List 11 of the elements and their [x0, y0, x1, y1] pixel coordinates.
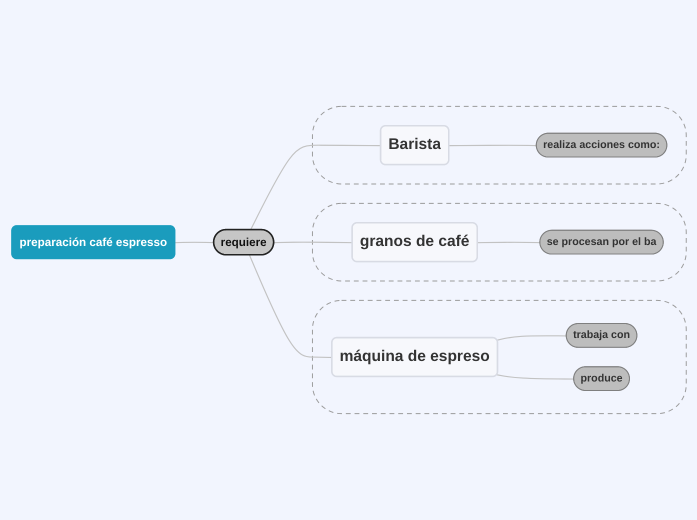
connector [248, 255, 332, 358]
cluster [311, 300, 686, 414]
cluster [311, 106, 686, 184]
connector [477, 242, 540, 244]
cluster [311, 202, 686, 282]
connector [174, 242, 214, 244]
connector [250, 144, 381, 230]
connector [448, 144, 536, 146]
connector [496, 374, 574, 380]
connector [274, 242, 352, 244]
connector [496, 335, 566, 341]
